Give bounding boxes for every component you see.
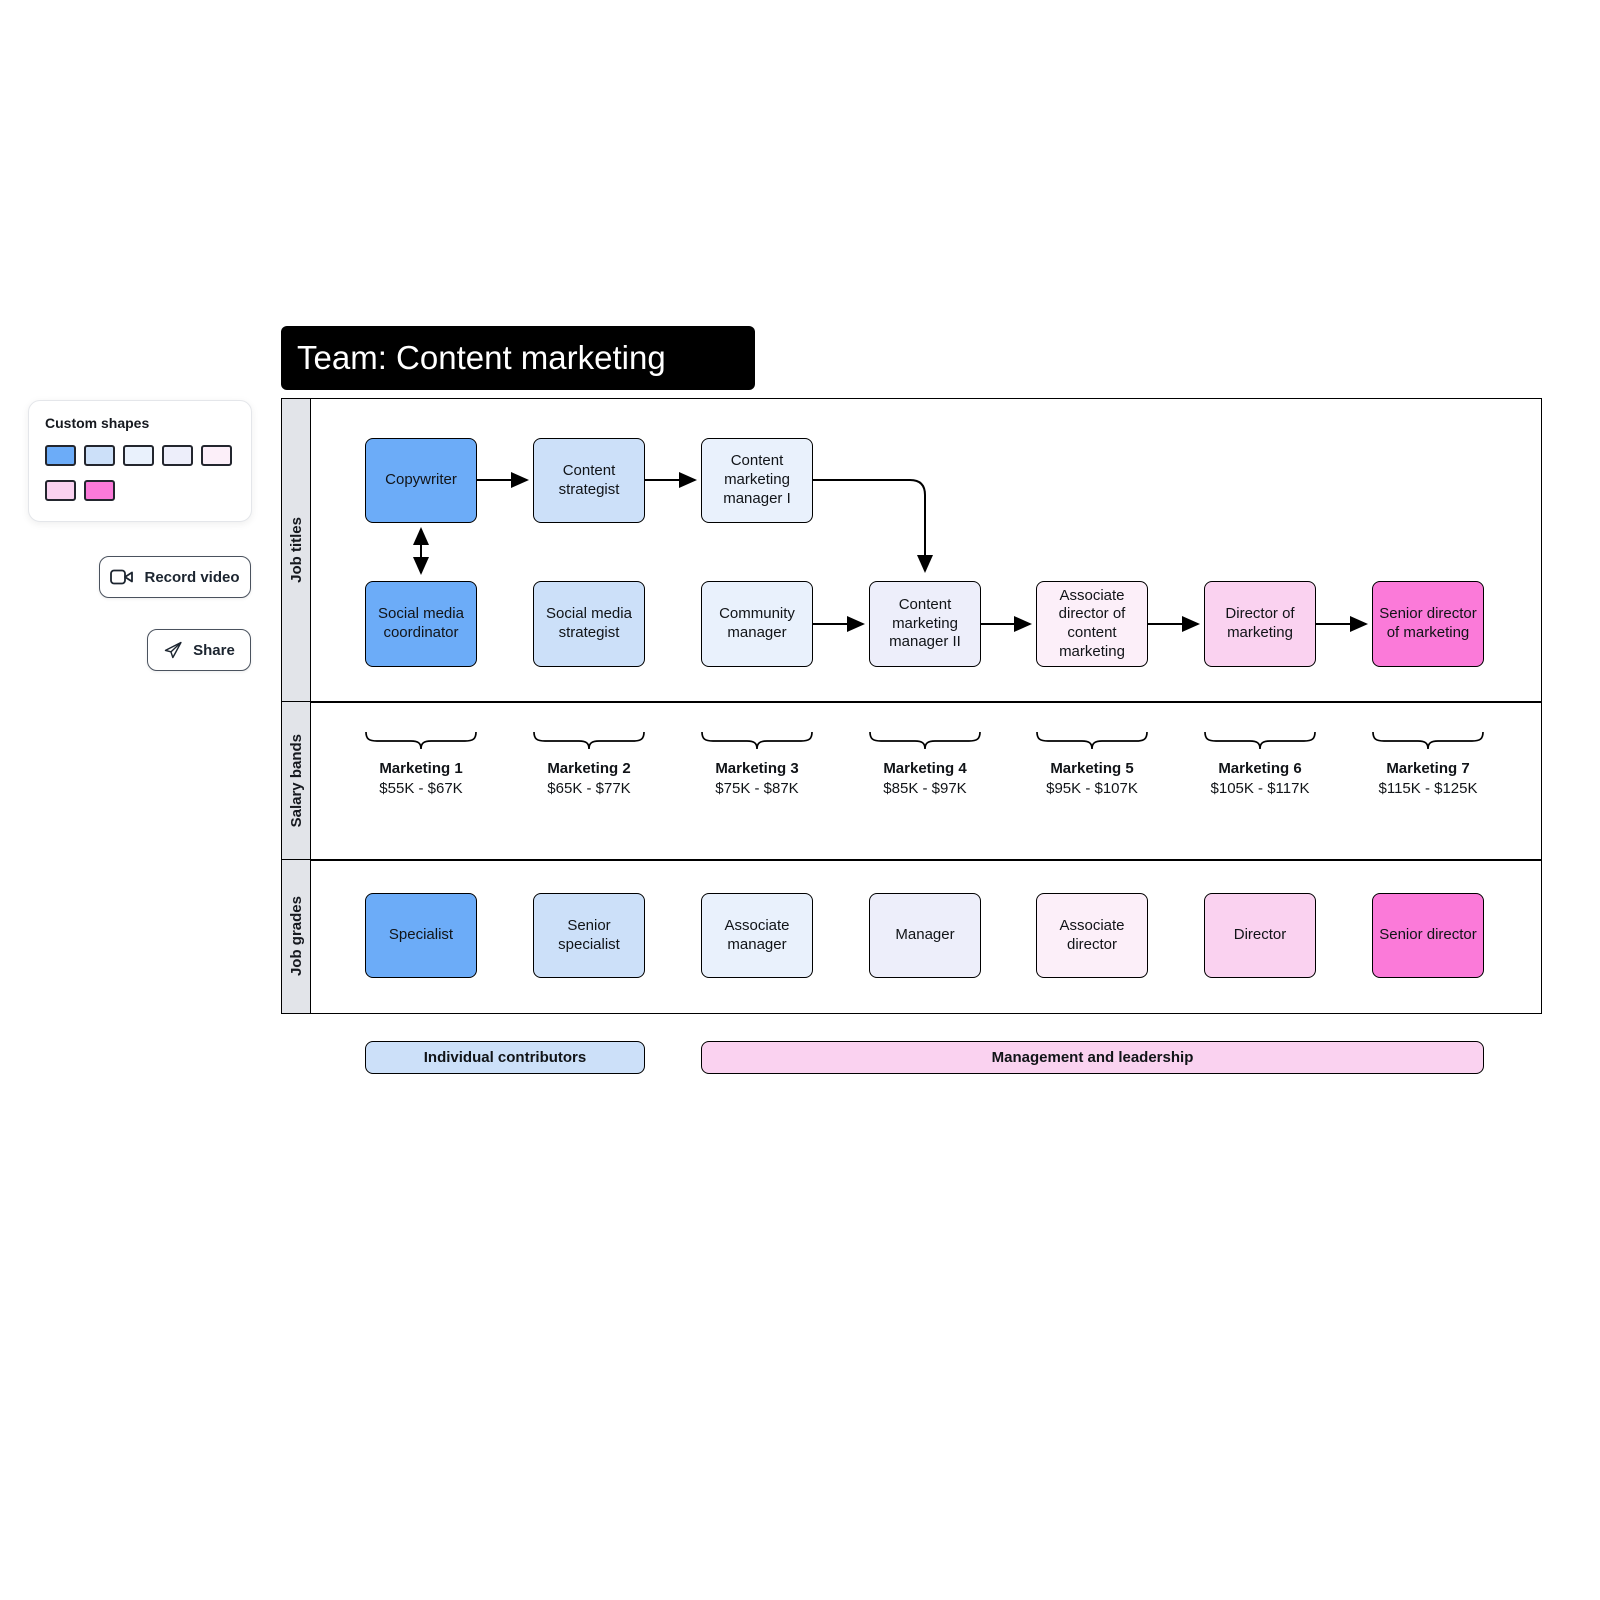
- legend-individual-contributors[interactable]: Individual contributors: [365, 1041, 645, 1074]
- band-range: $65K - $77K: [547, 780, 631, 797]
- brace-marketing-1: [365, 731, 477, 750]
- band-name: Marketing 5: [1050, 760, 1134, 777]
- salary-bands-row-label: Salary bands: [287, 733, 305, 828]
- band-range: $85K - $97K: [883, 780, 967, 797]
- row-separator-1: [282, 701, 1541, 703]
- job-grade-associate-manager[interactable]: Associate manager: [701, 893, 813, 978]
- shape-swatch-light-blue[interactable]: [84, 445, 115, 466]
- shape-swatch-light-pink[interactable]: [45, 480, 76, 501]
- job-title-copywriter[interactable]: Copywriter: [365, 438, 477, 523]
- salary-band-marketing-2: Marketing 2 $65K - $77K: [505, 760, 673, 797]
- row-band-salary-bands: Salary bands: [281, 701, 311, 860]
- job-grade-senior-director[interactable]: Senior director: [1372, 893, 1484, 978]
- shape-swatch-pale-pink[interactable]: [201, 445, 232, 466]
- shape-swatch-blue[interactable]: [45, 445, 76, 466]
- job-grade-associate-director[interactable]: Associate director: [1036, 893, 1148, 978]
- job-title-content-strategist[interactable]: Content strategist: [533, 438, 645, 523]
- paper-plane-icon: [164, 641, 182, 659]
- job-title-content-marketing-manager-1[interactable]: Content marketing manager I: [701, 438, 813, 523]
- share-label: Share: [193, 641, 235, 659]
- salary-band-marketing-5: Marketing 5 $95K - $107K: [1008, 760, 1176, 797]
- custom-shapes-title: Custom shapes: [45, 415, 150, 431]
- shape-swatch-magenta[interactable]: [84, 480, 115, 501]
- job-title-content-marketing-manager-2[interactable]: Content marketing manager II: [869, 581, 981, 667]
- brace-marketing-3: [701, 731, 813, 750]
- swatch-row-2: [45, 480, 235, 501]
- band-range: $115K - $125K: [1378, 780, 1478, 797]
- share-button[interactable]: Share: [147, 629, 251, 671]
- job-title-social-media-coordinator[interactable]: Social media coordinator: [365, 581, 477, 667]
- brace-marketing-2: [533, 731, 645, 750]
- shape-swatch-lavender[interactable]: [162, 445, 193, 466]
- salary-band-marketing-3: Marketing 3 $75K - $87K: [673, 760, 841, 797]
- record-video-label: Record video: [144, 568, 240, 586]
- brace-marketing-4: [869, 731, 981, 750]
- band-range: $55K - $67K: [379, 780, 463, 797]
- brace-marketing-6: [1204, 731, 1316, 750]
- row-separator-2: [282, 859, 1541, 861]
- band-name: Marketing 1: [379, 760, 463, 777]
- job-title-community-manager[interactable]: Community manager: [701, 581, 813, 667]
- job-title-director-of-marketing[interactable]: Director of marketing: [1204, 581, 1316, 667]
- salary-band-marketing-1: Marketing 1 $55K - $67K: [337, 760, 505, 797]
- band-range: $105K - $117K: [1210, 780, 1310, 797]
- row-band-job-titles: Job titles: [281, 398, 311, 702]
- job-grade-specialist[interactable]: Specialist: [365, 893, 477, 978]
- row-band-job-grades: Job grades: [281, 859, 311, 1014]
- band-name: Marketing 4: [883, 760, 967, 777]
- video-camera-icon: [110, 569, 134, 585]
- swatch-row-1: [45, 445, 235, 466]
- brace-marketing-7: [1372, 731, 1484, 750]
- salary-band-marketing-7: Marketing 7 $115K - $125K: [1344, 760, 1512, 797]
- diagram-title[interactable]: Team: Content marketing: [281, 326, 755, 390]
- custom-shapes-panel: Custom shapes: [28, 400, 252, 522]
- band-name: Marketing 7: [1386, 760, 1470, 777]
- job-grade-senior-specialist[interactable]: Senior specialist: [533, 893, 645, 978]
- band-name: Marketing 3: [715, 760, 799, 777]
- band-name: Marketing 6: [1218, 760, 1302, 777]
- band-range: $95K - $107K: [1046, 780, 1138, 797]
- job-title-social-media-strategist[interactable]: Social media strategist: [533, 581, 645, 667]
- salary-band-marketing-6: Marketing 6 $105K - $117K: [1176, 760, 1344, 797]
- shape-swatch-pale-blue[interactable]: [123, 445, 154, 466]
- band-range: $75K - $87K: [715, 780, 799, 797]
- job-grade-manager[interactable]: Manager: [869, 893, 981, 978]
- job-titles-row-label: Job titles: [287, 517, 305, 583]
- brace-marketing-5: [1036, 731, 1148, 750]
- job-grade-director[interactable]: Director: [1204, 893, 1316, 978]
- band-name: Marketing 2: [547, 760, 631, 777]
- job-title-associate-director-content-marketing[interactable]: Associate director of content marketing: [1036, 581, 1148, 667]
- record-video-button[interactable]: Record video: [99, 556, 251, 598]
- legend-management-leadership[interactable]: Management and leadership: [701, 1041, 1484, 1074]
- salary-band-marketing-4: Marketing 4 $85K - $97K: [841, 760, 1009, 797]
- job-grades-row-label: Job grades: [287, 896, 305, 977]
- job-title-senior-director-of-marketing[interactable]: Senior director of marketing: [1372, 581, 1484, 667]
